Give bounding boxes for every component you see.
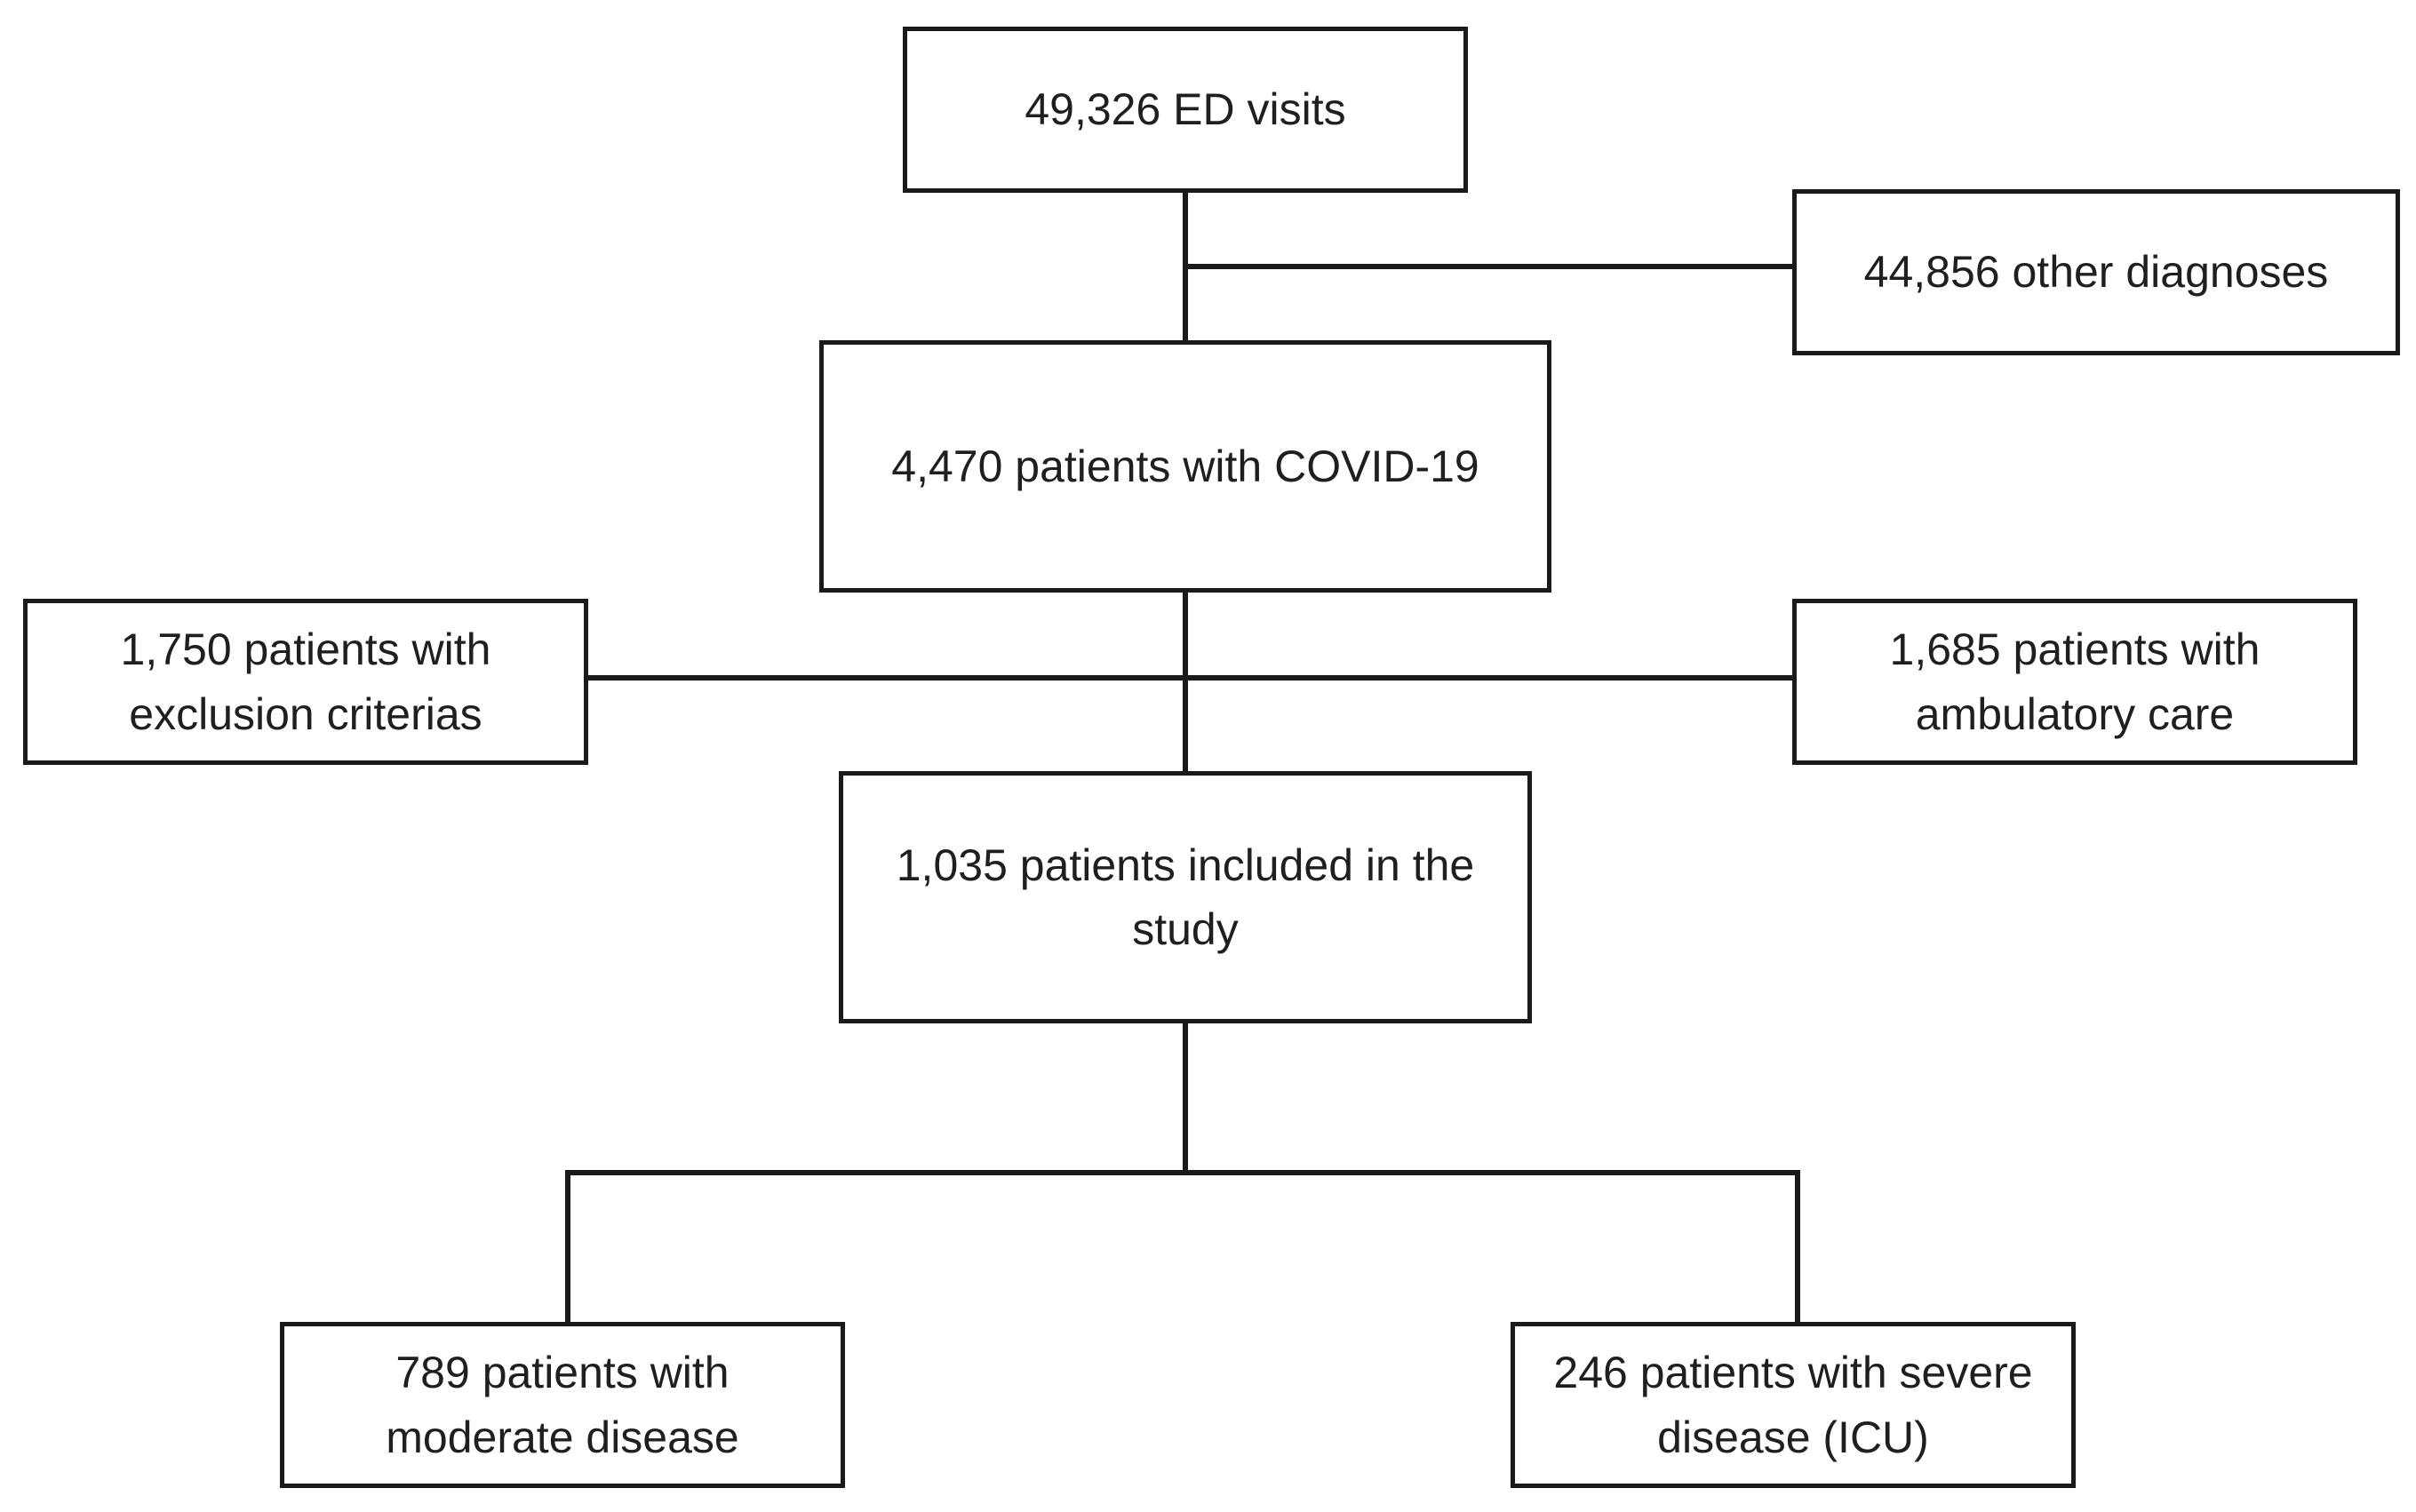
node-ambulatory-line-2: ambulatory care [1915,688,2235,739]
node-ambulatory-line-1: 1,685 patients with [1889,625,2261,674]
connector-to-moderate [565,1170,570,1326]
node-exclusion-line-2: exclusion criterias [129,688,482,739]
node-exclusion-line-1: 1,750 patients with [120,625,491,674]
node-included-line-1: 1,035 patients included in the [896,840,1475,890]
connector-to-severe [1795,1170,1800,1326]
node-severe-disease: 246 patients with severe disease (ICU) [1511,1322,2076,1488]
connector-to-other-diagnoses [1185,264,1796,269]
node-moderate-line-1: 789 patients with [395,1348,730,1397]
node-included-line-2: study [1132,904,1239,954]
node-included-in-study: 1,035 patients included in the study [839,771,1532,1023]
node-ambulatory-care: 1,685 patients with ambulatory care [1792,599,2357,765]
node-severe-line-1: 246 patients with severe [1553,1348,2033,1397]
connector-included-down [1183,1022,1188,1174]
node-covid-patients-line-1: 4,470 patients with COVID-19 [891,441,1479,491]
connector-covid-to-included [1183,591,1188,773]
node-other-diagnoses: 44,856 other diagnoses [1792,189,2400,355]
node-ed-visits-line-1: 49,326 ED visits [1025,84,1346,135]
connector-split-horizontal [565,1170,1800,1175]
node-moderate-disease: 789 patients with moderate disease [280,1322,845,1488]
node-moderate-line-2: moderate disease [386,1412,739,1462]
node-other-diagnoses-line-1: 44,856 other diagnoses [1863,247,2329,298]
connector-exclusion-ambulatory [585,675,1796,680]
node-ed-visits: 49,326 ED visits [903,27,1468,193]
node-covid-patients: 4,470 patients with COVID-19 [819,340,1551,593]
node-severe-line-2: disease (ICU) [1657,1412,1929,1462]
node-exclusion-criteria: 1,750 patients with exclusion criterias [23,599,588,765]
